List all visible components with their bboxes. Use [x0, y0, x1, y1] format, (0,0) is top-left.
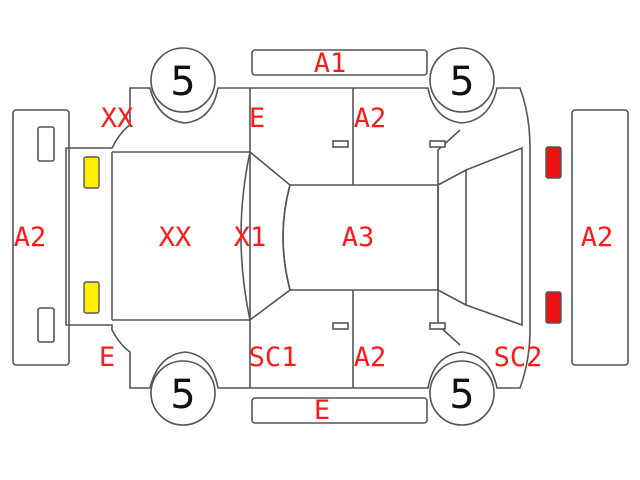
tyre-front-right-value: 5: [170, 372, 195, 418]
label-lower-sill: E: [314, 395, 330, 426]
front-bumper-corner-bottom: [37, 307, 55, 343]
upper-front-handle: [332, 140, 349, 148]
front-lamp-bottom: [83, 281, 100, 314]
label-windshield: X1: [234, 222, 267, 253]
trunk-outline: [465, 146, 523, 327]
label-upper-sill: A1: [314, 48, 347, 79]
lower-rear-handle: [429, 322, 446, 330]
front-bumper-corner-top: [37, 126, 55, 162]
upper-door-rear: [437, 129, 461, 185]
tyre-rear-right-value: 5: [449, 372, 474, 418]
tyre-rear-left-value: 5: [449, 59, 474, 105]
label-front-right-door: SC1: [249, 342, 298, 373]
front-lamp-top: [83, 156, 100, 189]
label-rear-right-panel: SC2: [494, 342, 543, 373]
upper-sill: [251, 49, 428, 76]
lower-door-rear: [437, 290, 461, 346]
rear-window-outline: [437, 168, 467, 307]
lower-front-handle: [332, 322, 349, 330]
label-rear-left-door: A2: [354, 103, 387, 134]
rear-lamp-top: [545, 146, 562, 179]
label-rear-right-door: A2: [354, 342, 387, 373]
label-front-right-panel: E: [99, 342, 115, 373]
label-rear-bumper: A2: [581, 222, 614, 253]
upper-rear-handle: [429, 140, 446, 148]
label-front-left-door: E: [249, 103, 265, 134]
lower-door-front: [249, 290, 354, 388]
car-body-outline: [65, 87, 531, 389]
label-front-left-panel: XX: [101, 103, 134, 134]
tyre-front-left: 5: [150, 47, 216, 113]
tyre-rear-right: 5: [429, 360, 495, 426]
tyre-rear-left: 5: [429, 47, 495, 113]
label-front-bumper: A2: [14, 222, 47, 253]
rear-lamp-bottom: [545, 291, 562, 324]
bonnet-outline: [112, 151, 251, 321]
label-bonnet: XX: [159, 222, 192, 253]
lower-sill: [251, 397, 428, 424]
label-roof: A3: [342, 222, 375, 253]
tyre-front-left-value: 5: [170, 59, 195, 105]
roof-outline: [282, 184, 439, 291]
rear-bumper: [571, 109, 629, 366]
upper-door-front: [249, 88, 354, 185]
tyre-front-right: 5: [150, 360, 216, 426]
front-bumper: [12, 109, 70, 366]
